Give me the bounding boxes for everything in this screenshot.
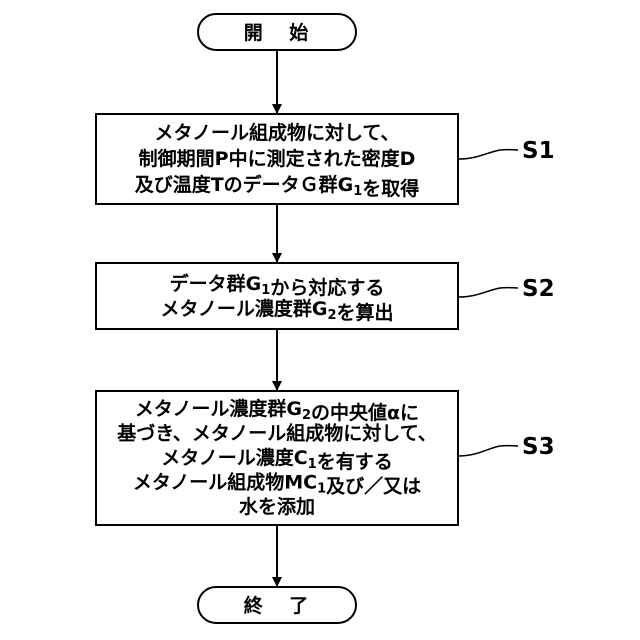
step-s1-line: メタノール組成物に対して、 xyxy=(155,121,400,144)
text-segment: メタノール組成物MC xyxy=(133,471,317,494)
step-s1-leader xyxy=(458,150,518,159)
text-segment: を有する xyxy=(317,450,393,473)
step-s3-line: 基づき、メタノール組成物に対して、 xyxy=(116,422,437,445)
step-s3-leader xyxy=(458,446,518,456)
step-s3-line: メタノール濃度群G2の中央値αに xyxy=(135,397,419,424)
text-segment: 及び／又は xyxy=(326,475,421,498)
step-s2-leader xyxy=(458,288,518,297)
subscript: 1 xyxy=(261,283,270,298)
text-segment: 制御期間P中に測定された密度D xyxy=(139,147,416,170)
step-s1-line: 制御期間P中に測定された密度D xyxy=(139,147,416,170)
step-s2-line: メタノール濃度群G2を算出 xyxy=(160,297,393,324)
text-segment: メタノール濃度群G xyxy=(160,297,327,320)
text-segment: 基づき、メタノール組成物に対して、 xyxy=(116,422,437,445)
text-segment: メタノール組成物に対して、 xyxy=(155,121,400,144)
step-s2-box: データ群G1から対応するメタノール濃度群G2を算出 xyxy=(96,263,458,329)
text-segment: を算出 xyxy=(337,301,394,324)
text-segment: の中央値αに xyxy=(311,401,419,424)
step-s1-line: 及び温度TのデータＧ群G1を取得 xyxy=(135,173,420,200)
text-segment: メタノール濃度群G xyxy=(135,397,302,420)
step-s1-text: メタノール組成物に対して、制御期間P中に測定された密度D 及び温度TのデータＧ群G… xyxy=(135,121,420,200)
subscript: 1 xyxy=(308,457,317,472)
text-segment: 水を添加 xyxy=(239,495,315,518)
step-s3-label: S3 xyxy=(522,434,555,460)
step-s1-label: S1 xyxy=(522,138,555,164)
text-segment: から対応する xyxy=(270,276,384,299)
step-s3-line: 水を添加 xyxy=(239,495,315,518)
end-terminal: 終 了 xyxy=(198,587,356,623)
step-s3-line: メタノール濃度C1を有する xyxy=(161,446,392,473)
subscript: 2 xyxy=(327,308,336,323)
step-s2-label: S2 xyxy=(522,276,555,302)
start-terminal: 開 始 xyxy=(198,14,356,50)
start-label: 開 始 xyxy=(244,21,319,44)
step-s1-box: メタノール組成物に対して、制御期間P中に測定された密度D 及び温度TのデータＧ群G… xyxy=(96,114,458,204)
step-s3-box: メタノール濃度群G2の中央値αに基づき、メタノール組成物に対して、メタノール濃度… xyxy=(96,391,458,525)
step-s3-line: メタノール組成物MC1及び／又は xyxy=(133,471,421,498)
step-s2-text: データ群G1から対応するメタノール濃度群G2を算出 xyxy=(160,272,393,324)
text-segment: データ群G xyxy=(170,272,262,295)
subscript: 1 xyxy=(317,482,326,497)
subscript: 1 xyxy=(353,184,362,199)
end-label: 終 了 xyxy=(244,594,319,617)
text-segment: 及び温度TのデータＧ群G xyxy=(135,173,354,196)
subscript: 2 xyxy=(302,408,311,423)
step-s2-line: データ群G1から対応する xyxy=(170,272,385,299)
text-segment: を取得 xyxy=(362,177,419,200)
text-segment: メタノール濃度C xyxy=(161,446,307,469)
